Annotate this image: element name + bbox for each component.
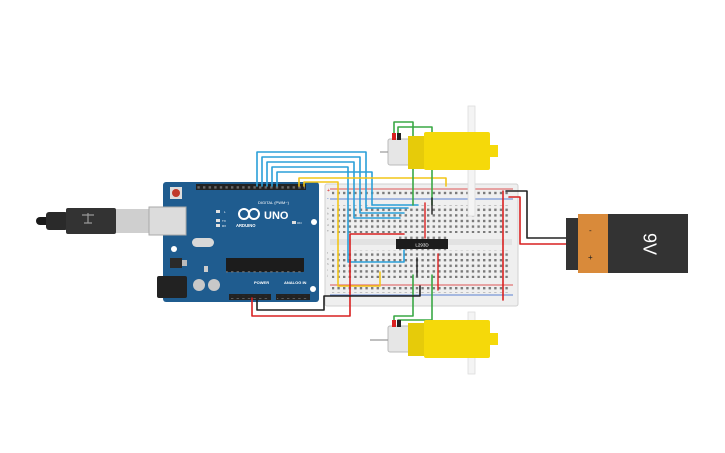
motor-bottom[interactable] — [370, 311, 498, 375]
terminal-strip-bottom[interactable] — [332, 250, 510, 278]
l293d-label: L293D — [415, 243, 429, 248]
mounting-hole — [311, 219, 317, 225]
l293d-driver-ic[interactable]: L293D — [396, 236, 448, 252]
usb-port[interactable] — [148, 206, 187, 236]
motor-top[interactable] — [380, 105, 498, 217]
uno-logo-text: UNO — [264, 210, 289, 222]
wire-red[interactable] — [251, 233, 405, 317]
analog-in-label: ANALOG IN — [284, 280, 307, 285]
power-jack[interactable] — [157, 276, 187, 298]
battery-9v-label: 9V — [639, 233, 659, 255]
rail-minus-label: - — [327, 196, 329, 202]
wire-black[interactable] — [416, 197, 433, 277]
reset-button[interactable] — [172, 189, 180, 197]
arduino-brand-text: ARDUINO — [236, 223, 256, 228]
tx-led-label: TX — [222, 219, 226, 223]
terminal-strip-top[interactable] — [332, 205, 510, 233]
capacitor — [193, 279, 205, 291]
arduino-uno-board[interactable]: UNO ARDUINO DIGITAL (PWM~) L TX RX ON PO… — [148, 182, 319, 302]
wire-blue[interactable] — [276, 171, 419, 206]
wire-blue[interactable] — [266, 161, 401, 219]
breadboard-row-letter: c — [327, 217, 329, 221]
rail-holes-top[interactable] — [332, 191, 510, 197]
l-led-label: L — [224, 210, 226, 214]
arduino-logo — [238, 208, 260, 220]
voltage-regulator — [170, 258, 182, 268]
rail-plus-label: + — [327, 188, 330, 194]
wire-blue[interactable] — [271, 166, 405, 263]
breadboard-row-letter: f — [327, 251, 328, 255]
usb-icon — [82, 213, 94, 224]
wire-blue[interactable] — [261, 156, 405, 214]
mounting-hole — [171, 246, 177, 252]
wire-yellow[interactable] — [298, 177, 447, 187]
battery-9v[interactable]: - + 9V — [566, 214, 688, 273]
capacitor — [208, 279, 220, 291]
breadboard-row-letter: j — [326, 273, 328, 277]
breadboard-row-letter: a — [327, 206, 329, 210]
wire-red-battery[interactable] — [508, 196, 579, 245]
wire-red[interactable] — [424, 202, 439, 291]
crystal — [192, 238, 214, 247]
breadboard-row-letter: h — [327, 262, 329, 266]
wires — [251, 121, 579, 327]
breadboard-row-letter: e — [327, 228, 329, 232]
rx-led-label: RX — [222, 224, 226, 228]
wire-black[interactable] — [256, 285, 421, 311]
breadboard-row-letter: b — [327, 212, 329, 216]
power-label: POWER — [254, 280, 269, 285]
digital-label: DIGITAL (PWM~) — [258, 200, 290, 205]
breadboard-row-letter: i — [327, 268, 328, 272]
wire-black-battery[interactable] — [505, 190, 579, 239]
battery-minus-label: - — [589, 226, 592, 235]
rail-holes-bottom[interactable] — [332, 287, 510, 293]
wire-blue[interactable] — [256, 151, 409, 209]
wire-yellow[interactable] — [303, 181, 381, 287]
breadboard-row-letter: d — [327, 223, 329, 227]
breadboard-row-letter: g — [327, 257, 329, 261]
atmega-chip — [226, 258, 304, 272]
battery-plus-label: + — [588, 253, 593, 262]
mounting-hole — [310, 286, 316, 292]
on-led-label: ON — [297, 221, 302, 225]
